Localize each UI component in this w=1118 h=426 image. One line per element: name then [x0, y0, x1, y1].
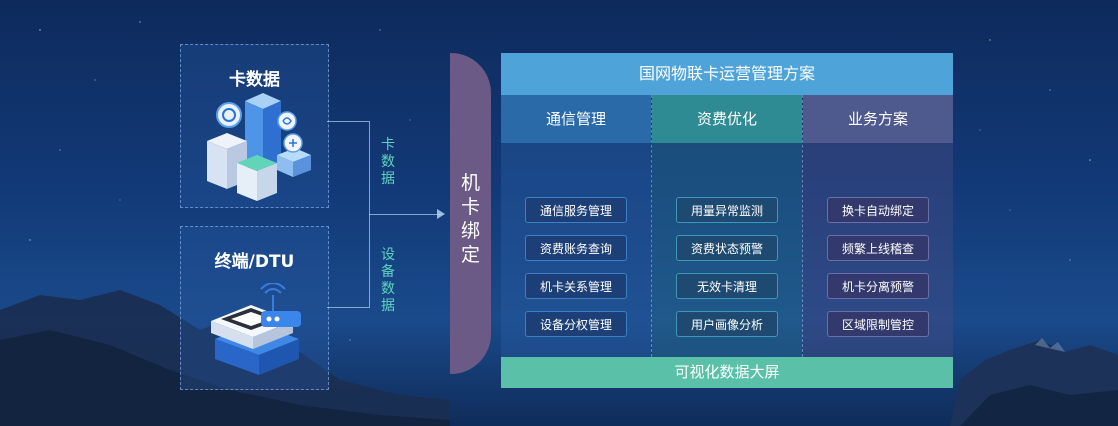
- connector-card-line: [327, 121, 370, 215]
- panel-footer: 可视化数据大屏: [501, 357, 953, 388]
- list-item: 通信服务管理: [525, 197, 627, 223]
- column-business: 业务方案 换卡自动绑定 频繁上线稽查 机卡分离预警 区域限制管控: [803, 95, 953, 357]
- column-tariff: 资费优化 用量异常监测 资费状态预警 无效卡清理 用户画像分析: [651, 95, 803, 357]
- list-item: 机卡分离预警: [827, 273, 929, 299]
- connector-terminal-line: [327, 214, 370, 308]
- panel-title: 国网物联卡运营管理方案: [501, 53, 953, 95]
- list-item: 用量异常监测: [676, 197, 778, 223]
- list-item: 换卡自动绑定: [827, 197, 929, 223]
- list-item: 无效卡清理: [676, 273, 778, 299]
- connector-label-device: 设备数据: [381, 247, 395, 314]
- connector-main-arrow-line: [369, 214, 441, 215]
- binding-label: 机卡绑定: [460, 172, 480, 266]
- list-item: 频繁上线稽查: [827, 235, 929, 261]
- list-item: 资费账务查询: [525, 235, 627, 261]
- list-item: 用户画像分析: [676, 311, 778, 337]
- arrow-right-icon: [437, 209, 445, 219]
- card-data-illustration-icon: [207, 93, 311, 201]
- list-item: 机卡关系管理: [525, 273, 627, 299]
- column-communication: 通信管理 通信服务管理 资费账务查询 机卡关系管理 设备分权管理: [501, 95, 651, 357]
- operation-plan-panel: 国网物联卡运营管理方案 通信管理 通信服务管理 资费账务查询 机卡关系管理 设备…: [501, 53, 953, 388]
- dtu-terminal-illustration-icon: [211, 283, 301, 375]
- column-header: 业务方案: [803, 95, 953, 143]
- column-header: 资费优化: [652, 95, 802, 143]
- terminal-dtu-box: 终端/DTU: [180, 226, 329, 390]
- card-data-box: 卡数据: [180, 44, 329, 208]
- list-item: 区域限制管控: [827, 311, 929, 337]
- terminal-dtu-title: 终端/DTU: [214, 252, 295, 272]
- machine-card-binding-tab: 机卡绑定: [450, 53, 491, 374]
- list-item: 资费状态预警: [676, 235, 778, 261]
- column-header: 通信管理: [501, 95, 651, 143]
- connector-label-card: 卡数据: [381, 137, 395, 187]
- card-data-title: 卡数据: [229, 70, 280, 90]
- list-item: 设备分权管理: [525, 311, 627, 337]
